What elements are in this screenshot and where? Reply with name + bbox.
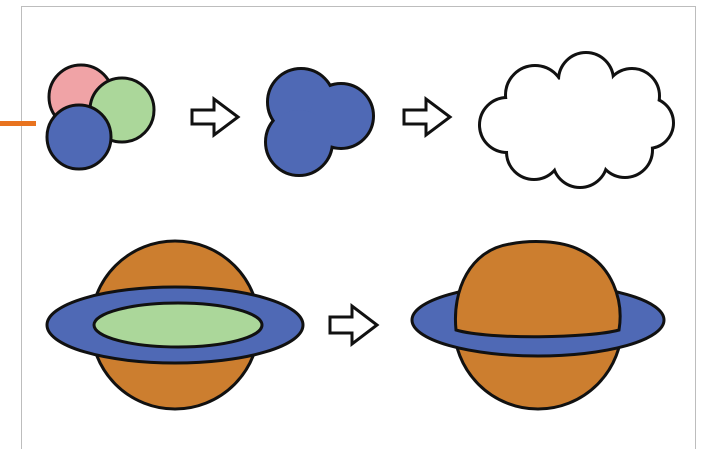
overlapping-circles <box>45 63 156 171</box>
planet-with-ring-combined <box>410 240 666 411</box>
hollow-right-arrow-icon <box>402 96 453 138</box>
planet-with-ring-overlap <box>45 239 305 411</box>
hollow-right-arrow-icon <box>190 96 241 138</box>
merged-shape <box>264 67 375 177</box>
cloud-outline <box>478 51 675 189</box>
diagram-frame <box>21 6 696 449</box>
blue-circle <box>45 103 113 171</box>
accent-bar <box>0 121 36 126</box>
planet2-body-top <box>453 240 622 339</box>
hollow-right-arrow-icon <box>328 302 380 348</box>
ring-inner-green <box>92 301 264 349</box>
